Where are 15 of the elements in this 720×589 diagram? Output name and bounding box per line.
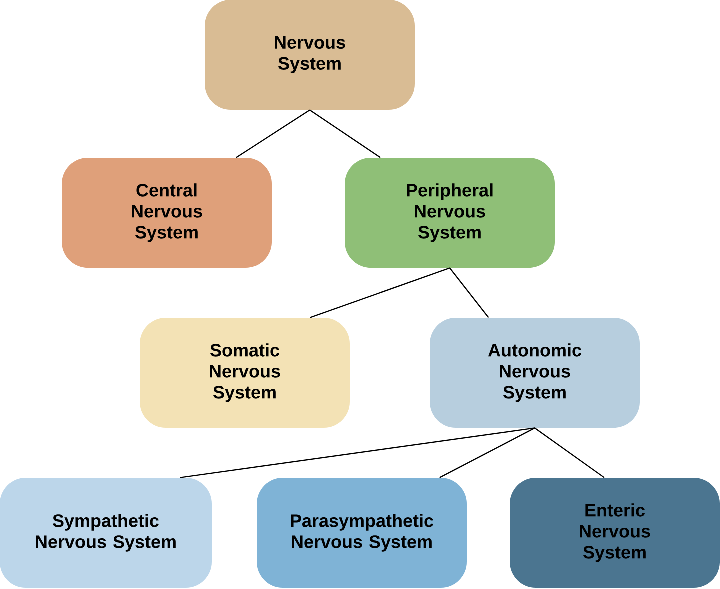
category-box: Sympathetic Nervous System xyxy=(0,478,212,588)
category-box: Parasympathetic Nervous System xyxy=(257,478,467,588)
connector-line xyxy=(236,110,310,158)
connector-line xyxy=(310,268,450,318)
connector-line xyxy=(440,428,536,478)
connector-line xyxy=(450,268,490,318)
category-box: Central Nervous System xyxy=(62,158,272,268)
connector-line xyxy=(180,428,536,478)
category-box: Somatic Nervous System xyxy=(140,318,350,428)
connector-line xyxy=(534,428,605,478)
category-box: Enteric Nervous System xyxy=(510,478,720,588)
category-box: Autonomic Nervous System xyxy=(430,318,640,428)
category-box: Nervous System xyxy=(205,0,415,110)
connector-line xyxy=(310,110,381,158)
category-box: Peripheral Nervous System xyxy=(345,158,555,268)
